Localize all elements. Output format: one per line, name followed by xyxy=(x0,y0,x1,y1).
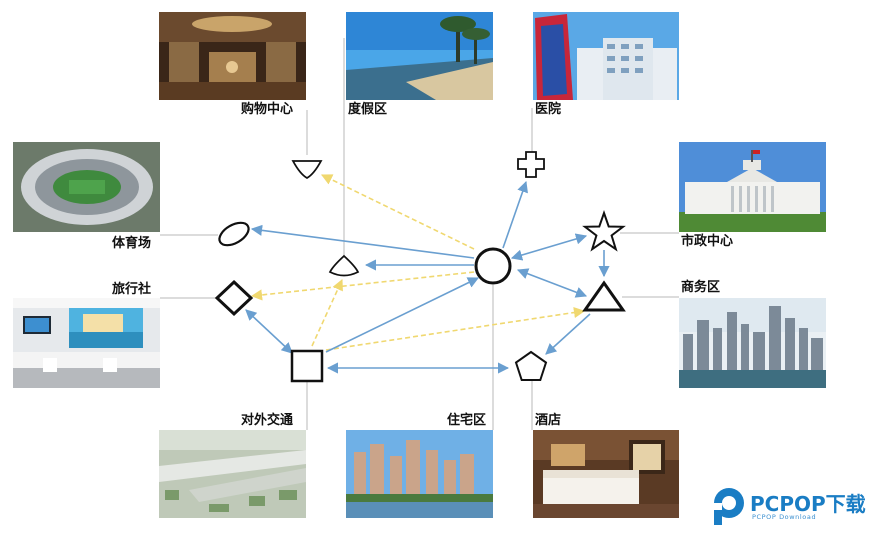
business-district-photo xyxy=(679,298,826,388)
pcpop-logo-icon xyxy=(714,488,744,525)
hotel-photo xyxy=(533,430,679,518)
dashed-arrow-transport-resort xyxy=(311,278,343,347)
stadium-photo xyxy=(13,142,160,232)
residential-circle-shape xyxy=(474,247,512,285)
arrow-residential-government xyxy=(510,233,588,261)
resort-water-drop-shape xyxy=(328,254,360,277)
hotel-pentagon-shape xyxy=(514,350,548,381)
arrow-transport-residential xyxy=(325,277,480,353)
label-residential: 住宅区 xyxy=(447,413,487,428)
transport-photo xyxy=(159,430,306,518)
label-shopping: 购物中心 xyxy=(241,102,294,117)
shopping-lens-shape xyxy=(291,160,323,180)
label-agency: 旅行社 xyxy=(112,282,152,297)
node-shapes xyxy=(214,151,626,383)
label-stadium: 体育场 xyxy=(112,236,152,251)
travel-agency-photo xyxy=(13,298,160,388)
government-photo xyxy=(679,142,826,232)
label-resort: 度假区 xyxy=(348,102,388,117)
photo-connectors xyxy=(160,38,679,430)
hospital-photo xyxy=(533,12,679,100)
label-hotel: 酒店 xyxy=(535,413,562,428)
dashed-arrow-residential-agency xyxy=(250,271,475,301)
pcpop-logo: PCPOP下载 PCPOP Download xyxy=(710,486,874,532)
residential-photo xyxy=(346,430,493,518)
agency-diamond-shape xyxy=(214,279,254,317)
dashed-arrow-residential-shopping xyxy=(320,174,475,250)
shopping-mall-photo xyxy=(159,12,306,100)
resort-photo xyxy=(346,12,493,100)
business-triangle-shape xyxy=(582,280,626,312)
arrow-residential-hospital xyxy=(502,180,528,249)
dashed-arrow-transport-business xyxy=(325,306,586,351)
arrow-transport-agency xyxy=(245,309,293,354)
arrow-residential-stadium xyxy=(250,224,475,259)
transport-square-shape xyxy=(290,349,324,383)
logo-text: PCPOP下载 xyxy=(750,492,866,516)
arrow-residential-business xyxy=(516,268,588,298)
arrow-business-hotel xyxy=(545,313,591,355)
hospital-cross-shape xyxy=(517,151,545,178)
stadium-oval-shape xyxy=(218,221,250,247)
label-hospital: 医院 xyxy=(535,102,562,117)
label-business: 商务区 xyxy=(681,280,721,295)
government-star-shape xyxy=(582,209,626,252)
label-transport: 对外交通 xyxy=(241,413,294,428)
label-government: 市政中心 xyxy=(681,234,734,249)
solid-arrows xyxy=(245,180,610,374)
logo-subtext: PCPOP Download xyxy=(752,513,817,521)
dashed-arrows xyxy=(250,174,586,351)
